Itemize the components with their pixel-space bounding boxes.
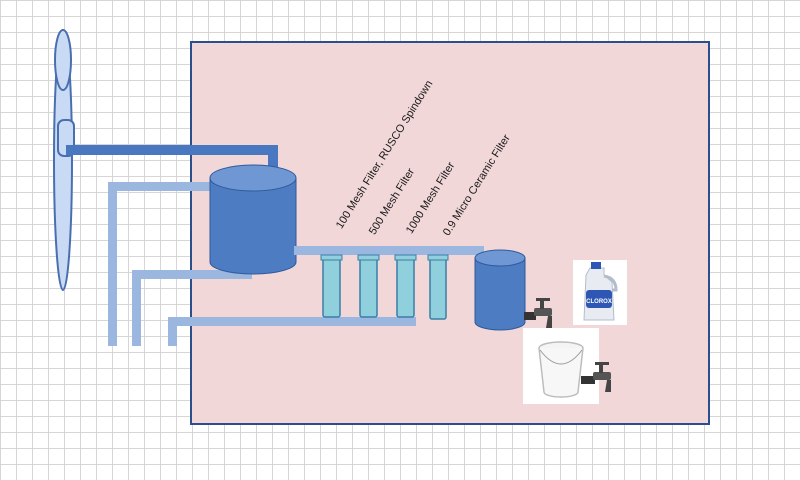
faucet-icon <box>524 298 552 328</box>
filter-3 <box>396 256 415 318</box>
inlet-pipe <box>66 145 278 183</box>
storage-tank-icon <box>209 164 297 275</box>
bucket-faucet-icon <box>581 362 611 392</box>
filter-4 <box>429 256 447 320</box>
wind-turbine-icon <box>53 29 75 291</box>
filter-1 <box>322 256 341 318</box>
bleach-bottle-icon: CLOROX <box>573 260 627 325</box>
filter-2 <box>359 256 378 318</box>
filtered-water-tank-icon <box>474 249 526 331</box>
filter-manifold-pipe <box>294 246 484 255</box>
svg-text:CLOROX: CLOROX <box>586 299 612 305</box>
bucket-icon <box>523 328 599 404</box>
distribution-pipes <box>108 182 416 346</box>
filters <box>320 254 449 320</box>
